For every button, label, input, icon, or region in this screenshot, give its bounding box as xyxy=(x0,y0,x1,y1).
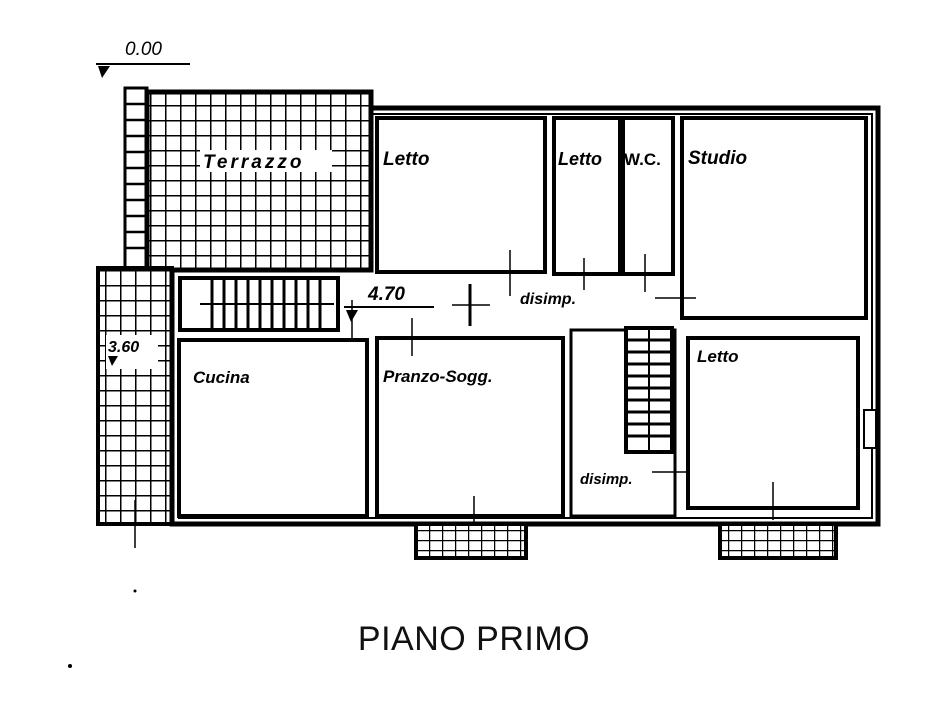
elevation-label-landing: 4.70 xyxy=(367,284,405,305)
room-label-terrazzo: Terrazzo xyxy=(203,152,304,173)
elevation-marker-ground: 0.00 xyxy=(96,39,190,78)
balcony-south-1 xyxy=(414,522,528,560)
room-letto-3: Letto xyxy=(686,336,877,520)
room-label-wc: W.C. xyxy=(624,150,661,169)
elevation-label-ground: 0.00 xyxy=(125,39,162,60)
room-wc: W.C. xyxy=(621,116,675,292)
room-disimpegno-1: disimp. 4.70 xyxy=(344,284,576,358)
exterior-stair xyxy=(123,86,149,270)
scan-speck xyxy=(133,589,137,593)
interior-stair-main xyxy=(178,276,340,332)
room-label-studio: Studio xyxy=(688,148,747,169)
plan-title: PIANO PRIMO xyxy=(357,620,591,658)
room-letto-1: Letto xyxy=(375,116,547,296)
room-cucina: Cucina xyxy=(177,338,369,518)
elevation-label-terrace-side: 3.60 xyxy=(108,339,139,356)
room-label-disimpegno-2: disimp. xyxy=(580,471,633,488)
side-balcony: 3.60 xyxy=(96,266,174,548)
room-label-disimpegno-1: disimp. xyxy=(520,291,576,308)
room-label-pranzo-soggiorno: Pranzo-Sogg. xyxy=(383,367,493,386)
room-terrazzo: Terrazzo xyxy=(144,89,374,273)
scan-speck xyxy=(68,664,72,668)
room-pranzo-soggiorno: Pranzo-Sogg. xyxy=(375,318,565,534)
room-label-letto-2: Letto xyxy=(558,149,602,169)
interior-stair-secondary xyxy=(624,326,674,454)
room-letto-2: Letto xyxy=(552,116,622,290)
balcony-south-2 xyxy=(718,522,838,560)
room-studio: Studio xyxy=(655,116,868,320)
room-label-cucina: Cucina xyxy=(193,368,250,387)
room-label-letto-1: Letto xyxy=(383,149,429,170)
room-label-letto-3: Letto xyxy=(697,347,739,366)
